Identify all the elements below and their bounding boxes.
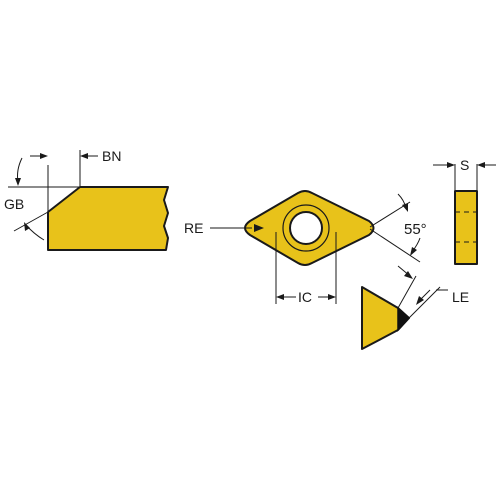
le-extension-lower <box>408 286 441 319</box>
s-arrow-left <box>447 162 455 168</box>
edge-land <box>397 306 411 332</box>
chamfer-insert-body <box>47 186 169 251</box>
re-arrow <box>254 224 264 232</box>
angle-arrow-upper <box>402 203 408 212</box>
ic-arrow-left <box>276 294 284 300</box>
re-label: RE <box>184 220 203 236</box>
le-arrow-upper <box>404 271 413 279</box>
s-arrow-right <box>477 162 485 168</box>
chamfer-view: BN GB <box>4 148 169 251</box>
bn-arrow-right <box>80 153 88 159</box>
bn-label: BN <box>102 148 121 164</box>
angle-line-lower <box>369 228 421 263</box>
le-label: LE <box>452 289 469 305</box>
gb-chamfer-extension <box>13 211 49 232</box>
gb-arrow-top <box>15 178 21 186</box>
s-label: S <box>460 157 469 173</box>
gb-label: GB <box>4 196 24 212</box>
bn-arrow-left <box>40 153 48 159</box>
side-view: S <box>433 157 496 265</box>
center-hole <box>289 211 323 245</box>
angle-label: 55° <box>404 221 427 238</box>
ic-arrow-right <box>328 294 336 300</box>
angle-arrow-lower <box>410 247 417 256</box>
gb-arrow-bottom <box>24 222 30 231</box>
le-arrow-lower <box>416 296 424 305</box>
le-extension-upper <box>397 275 417 309</box>
hole-countersink <box>282 204 330 252</box>
rhombic-view: RE IC 55° <box>184 190 427 305</box>
ic-label: IC <box>298 289 312 305</box>
edge-view: LE <box>361 265 469 350</box>
side-insert <box>454 190 478 265</box>
